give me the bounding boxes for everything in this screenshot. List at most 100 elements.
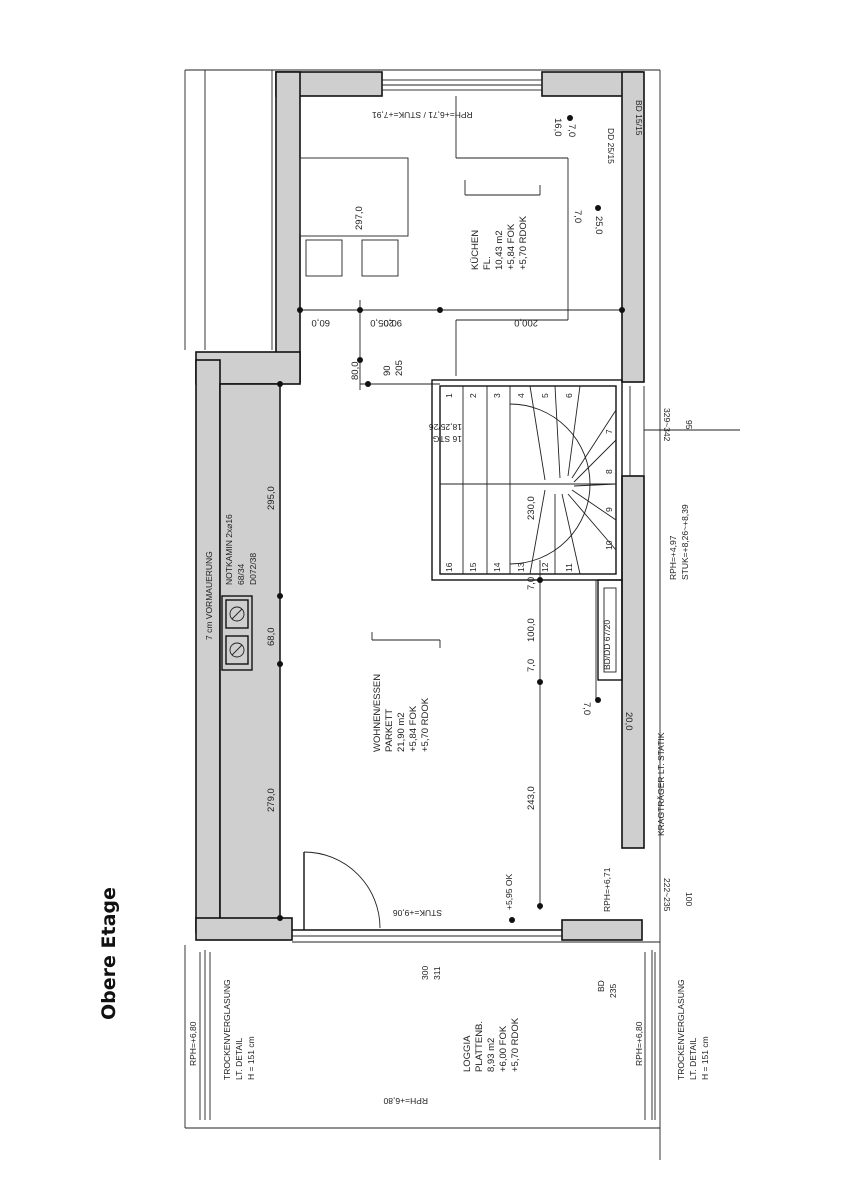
dim-300: 300	[420, 966, 430, 980]
dim-200: 200,0	[514, 317, 538, 328]
stair-step-10: 10	[604, 540, 614, 550]
living-floor: PARKETT	[384, 709, 395, 752]
dim-7b: 7,0	[572, 210, 583, 223]
loggia-area: 8,93 m2	[486, 1038, 497, 1072]
dim-right-c: 222~235	[662, 878, 672, 912]
kitchen-name: KÜCHEN	[470, 230, 481, 270]
bd-door: BD/DD 67/20	[602, 620, 612, 670]
dim-297: 297,0	[354, 206, 365, 230]
stair-step-9: 9	[604, 507, 614, 512]
glazing-left-height: H = 151 cm	[246, 1036, 256, 1080]
bd-bottom: BD	[596, 980, 606, 992]
dim-243: 243,0	[526, 786, 537, 810]
kragtraeger: KRAGTRÄGER LT. STATIK	[656, 732, 666, 836]
stair-step-14: 14	[492, 562, 502, 572]
stair-step-13: 13	[516, 562, 526, 572]
stair-step-16: 16	[444, 562, 454, 572]
glazing-right: TROCKENVERGLASUNG	[676, 979, 686, 1080]
living-interior	[279, 300, 740, 943]
dim-25: 25,0	[593, 216, 604, 235]
staircase	[431, 379, 623, 681]
kitchen-label: KÜCHEN FL. 10,43 m2 +5,84 FOK +5,70 RDOK	[470, 215, 529, 270]
kitchen-interior	[299, 96, 622, 376]
kitchen-floor: FL.	[482, 256, 493, 270]
dim-205: 205,0	[370, 317, 394, 328]
stair-step-12: 12	[540, 562, 550, 572]
stair-step-3: 3	[492, 393, 502, 398]
glazing-left-detail: LT. DETAIL	[234, 1038, 244, 1080]
stuk-bottom: STUK=+9,06	[393, 908, 442, 918]
stair-step-1: 1	[444, 393, 454, 398]
kitchen-rdok: +5,70 RDOK	[518, 215, 529, 270]
dim-7a: 7,0	[566, 124, 577, 137]
dim-60: 60,0	[312, 317, 331, 328]
loggia-floor: PLATTENB.	[474, 1021, 485, 1072]
stair-step-6: 6	[564, 393, 574, 398]
stair-step-8: 8	[604, 469, 614, 474]
dim-20: 20,0	[623, 712, 634, 731]
dim-68: 68,0	[266, 628, 277, 647]
chimney	[221, 595, 253, 671]
loggia-name: LOGGIA	[462, 1035, 473, 1072]
dim-90: 90,0	[384, 317, 403, 328]
dim-80: 80,0	[350, 362, 361, 381]
glazing-right-detail: LT. DETAIL	[688, 1038, 698, 1080]
stair-step-2: 2	[468, 393, 478, 398]
stair-count: 16 STG	[433, 434, 462, 444]
living-rdok: +5,70 RDOK	[420, 697, 431, 752]
notkamin-size: 68/34	[236, 563, 246, 585]
stair-step-5: 5	[540, 393, 550, 398]
loggia-label: LOGGIA PLATTENB. 8,93 m2 +6,00 FOK +5,70…	[462, 1017, 521, 1072]
dim-230: 230,0	[526, 496, 537, 520]
kitchen-area: 10,43 m2	[494, 230, 505, 270]
dim-205b: 205	[394, 360, 405, 376]
dim-279: 279,0	[266, 788, 277, 812]
notkamin-code: D072/38	[248, 553, 258, 585]
ok-bottom: +5,95 OK	[504, 874, 514, 910]
rph-loggia-bottom: RPH=+6,80	[383, 1096, 428, 1106]
facade-lines	[184, 69, 661, 1160]
loggia-fok: +6,00 FOK	[498, 1025, 509, 1072]
dim-right-b: 95	[684, 420, 694, 430]
stuk-right: STUK=+8,26~+8,39	[680, 504, 690, 580]
walls	[195, 71, 645, 941]
kitchen-fok: +5,84 FOK	[506, 223, 517, 270]
glazing-left: TROCKENVERGLASUNG	[222, 979, 232, 1080]
top-window	[381, 79, 543, 91]
stair-step-15: 15	[468, 562, 478, 572]
rph-bottom: RPH=+6,71	[602, 867, 612, 912]
dim-right-a: 329~342	[662, 408, 672, 442]
dd-top-right: DD 25/15	[606, 128, 616, 164]
loggia-rdok: +5,70 RDOK	[510, 1017, 521, 1072]
living-area: 21,90 m2	[396, 712, 407, 752]
vormauerung: 7 cm VORMAUERUNG	[204, 551, 214, 640]
bd-top-right: BD 15/15	[634, 100, 644, 136]
dim-7c: 7,0	[526, 577, 537, 590]
rph-stuk-top: RPH=+6,71 / STUK=+7,91	[372, 110, 473, 120]
annotations: RPH=+6,71 / STUK=+7,91 NOTKAMIN 2x⌀16 68…	[188, 100, 710, 1106]
living-fok: +5,84 FOK	[408, 705, 419, 752]
dimension-markers	[277, 115, 625, 923]
dim-90b: 90	[382, 365, 393, 376]
rph-loggia-right: RPH=+6,80	[634, 1021, 644, 1066]
dim-7d: 7,0	[526, 659, 537, 672]
rph-loggia-left: RPH=+6,80	[188, 1021, 198, 1066]
stair-step-7: 7	[604, 429, 614, 434]
living-label: WOHNEN/ESSEN PARKETT 21,90 m2 +5,84 FOK …	[372, 674, 431, 752]
notkamin: NOTKAMIN 2x⌀16	[224, 514, 234, 585]
glazing-right-height: H = 151 cm	[700, 1036, 710, 1080]
page-title: Obere Etage	[98, 887, 120, 1020]
dim-16: 16,0	[552, 118, 563, 137]
dim-7e: 7,0	[581, 702, 592, 715]
stair-step-4: 4	[516, 393, 526, 398]
living-name: WOHNEN/ESSEN	[372, 674, 383, 752]
dim-295: 295,0	[266, 486, 277, 510]
stair-step-11: 11	[564, 563, 574, 572]
dim-right-d: 100	[684, 892, 694, 906]
rph-right: RPH=+4,97	[668, 535, 678, 580]
dimension-labels: 297,0 205,0 60,0 90,0 200,0 16,0 7,0 25,…	[266, 118, 634, 812]
dim-100: 100,0	[526, 618, 537, 642]
bd-bottom-val: 235	[608, 984, 618, 998]
